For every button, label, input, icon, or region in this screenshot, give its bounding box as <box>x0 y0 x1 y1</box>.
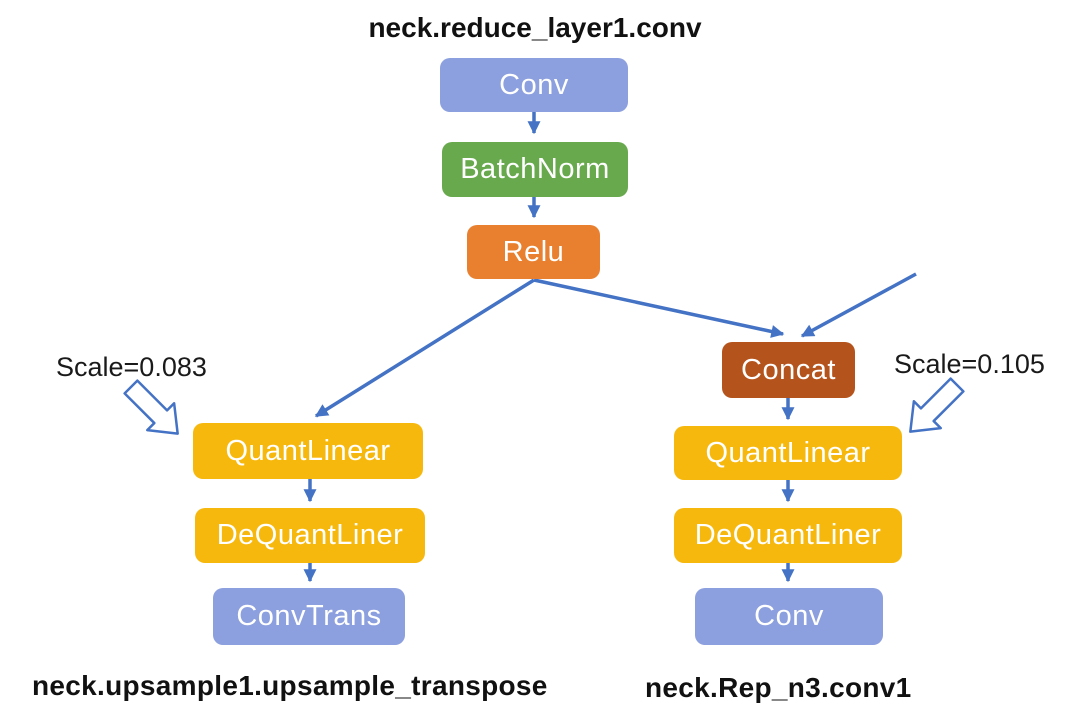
edge-relu-to-concat <box>533 278 785 338</box>
node-conv-bottom: Conv <box>695 588 883 645</box>
node-right-quantlinear: QuantLinear <box>674 426 902 480</box>
scale-callout-arrow-right <box>909 377 965 433</box>
caption-left-branch: neck.upsample1.upsample_transpose <box>32 670 548 701</box>
node-relu: Relu <box>467 225 600 279</box>
caption-right-branch: neck.Rep_n3.conv1 <box>645 672 912 703</box>
edge-relu-to-left-quantlinear <box>314 278 535 418</box>
node-batchnorm: BatchNorm <box>442 142 628 197</box>
scale-callout-arrow-left <box>123 379 179 435</box>
diagram-title: neck.reduce_layer1.conv <box>368 12 702 43</box>
node-concat: Concat <box>722 342 855 398</box>
node-right-dequantliner: DeQuantLiner <box>674 508 902 563</box>
node-conv-top: Conv <box>440 58 628 112</box>
node-convtrans: ConvTrans <box>213 588 405 645</box>
node-left-dequantliner: DeQuantLiner <box>195 508 425 563</box>
node-left-quantlinear: QuantLinear <box>193 423 423 479</box>
scale-annotation-left: Scale=0.083 <box>56 352 207 382</box>
edge-external-to-concat <box>800 272 917 338</box>
scale-annotation-right: Scale=0.105 <box>894 349 1045 379</box>
